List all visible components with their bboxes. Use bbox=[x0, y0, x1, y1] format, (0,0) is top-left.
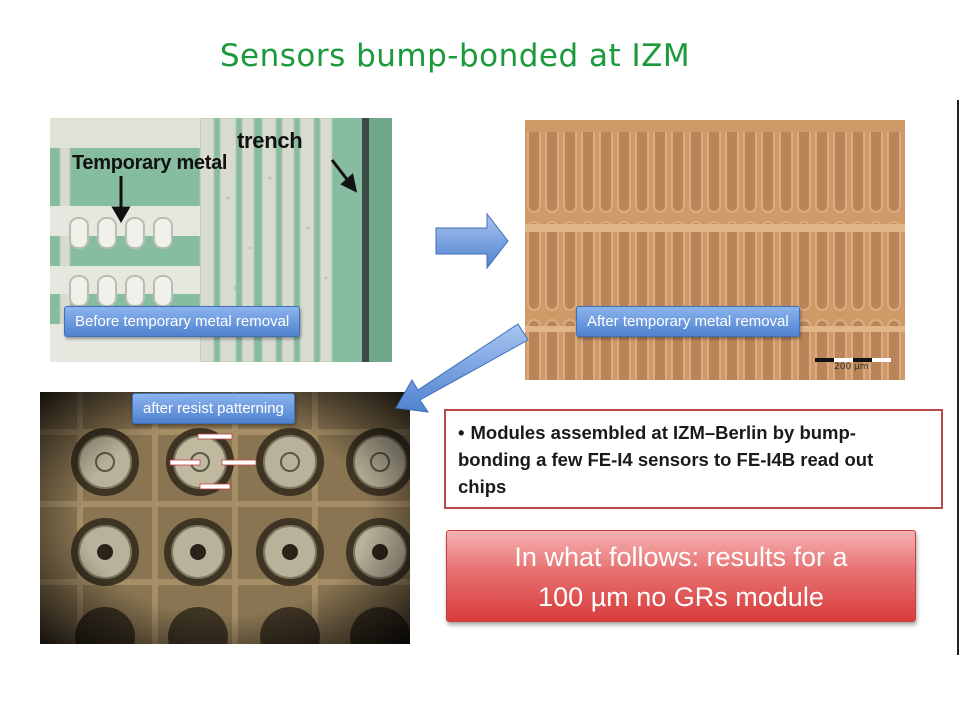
bullet-line-3: chips bbox=[458, 476, 507, 497]
caption-after-removal: After temporary metal removal bbox=[576, 306, 800, 337]
highlight-line-1: In what follows: results for a bbox=[514, 542, 848, 572]
bullet-line-2: bonding a few FE-I4 sensors to FE-I4B re… bbox=[458, 449, 874, 470]
down-left-arrow-icon bbox=[395, 323, 529, 413]
photo-after-resist bbox=[40, 392, 410, 644]
bullet-line-1: •Modules assembled at IZM–Berlin by bump… bbox=[458, 422, 856, 443]
right-arrow-icon bbox=[435, 212, 509, 270]
caption-after-resist: after resist patterning bbox=[132, 393, 295, 424]
caption-before-removal: Before temporary metal removal bbox=[64, 306, 301, 337]
scale-bar-label: 200 µm bbox=[834, 362, 869, 372]
highlight-box: In what follows: results for a 100 µm no… bbox=[446, 530, 916, 622]
bullet-text-box: •Modules assembled at IZM–Berlin by bump… bbox=[444, 409, 943, 509]
highlight-line-2: 100 µm no GRs module bbox=[538, 582, 824, 612]
temporary-metal-label: Temporary metal bbox=[72, 152, 228, 174]
slide-title: Sensors bump-bonded at IZM bbox=[219, 38, 691, 74]
bullet-marker: • bbox=[458, 422, 465, 443]
trench-label: trench bbox=[237, 128, 303, 153]
right-border-line bbox=[957, 100, 959, 655]
